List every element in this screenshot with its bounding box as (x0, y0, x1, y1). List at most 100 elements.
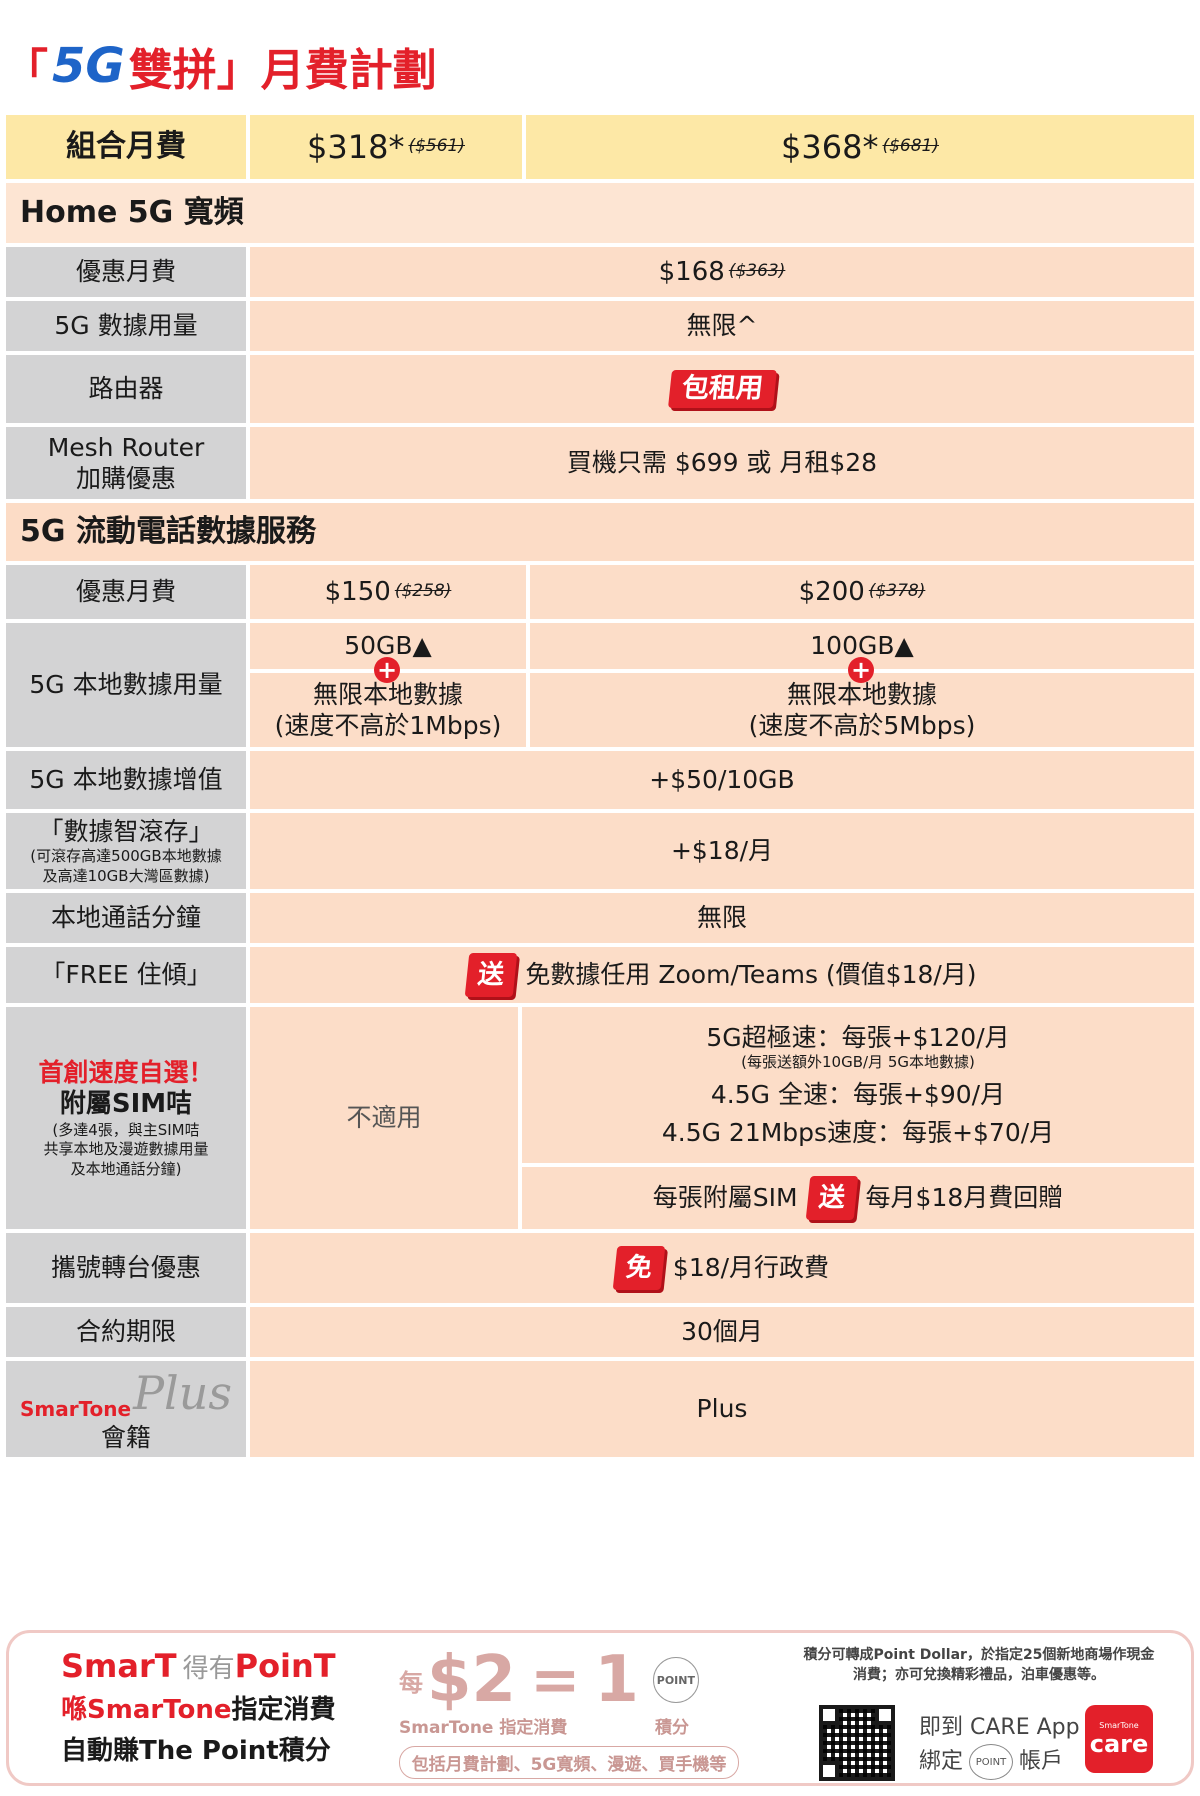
port-label: 攜號轉台優惠 (6, 1233, 246, 1303)
eq-per: 每 (399, 1668, 423, 1697)
sim-na: 不適用 (250, 1007, 518, 1229)
row-free: 「FREE 住傾」 送 免數據任用 Zoom/Teams (價值$18/月) (6, 947, 1194, 1003)
brand-point: PoinT (234, 1647, 336, 1685)
free-value-cell: 送 免數據任用 Zoom/Teams (價值$18/月) (250, 947, 1194, 1003)
row-home-fee: 優惠月費 $168 ($363) (6, 247, 1194, 297)
banner-line2: 自動賺The Point積分 (61, 1736, 331, 1766)
local-data-plan2: 100GB▲ + 無限本地數據 (速度不高於5Mbps) (530, 623, 1194, 747)
local1-top: 50GB▲ (344, 631, 432, 661)
banner-equation: 每 $2 = 1 POINT SmarTone 指定消費 積分 包括月費計劃、5… (399, 1643, 759, 1779)
rollover-value: +$18/月 (250, 813, 1194, 889)
eq-label-left: SmarTone 指定消費 (399, 1718, 568, 1738)
mobile-fee-label: 優惠月費 (6, 565, 246, 619)
eq-one: 1 (594, 1643, 639, 1717)
banner-note-1: 積分可轉成Point Dollar，於指定25個新地商場作現金 (803, 1647, 1155, 1663)
sim-rebate: 每張附屬SIM 送 每月$18月費回贈 (522, 1167, 1194, 1229)
page-title: 「 5G 雙拼」月費計劃 (4, 36, 437, 96)
combo-plan2-orig: ($681) (882, 136, 939, 157)
qr-corner (819, 1705, 839, 1725)
sim-opt1-note: (每張送額外10GB/月 5G本地數據) (741, 1052, 975, 1071)
care-app-icon[interactable]: SmarTone care (1085, 1705, 1153, 1773)
mesh-label-line1: Mesh Router (47, 432, 205, 462)
combo-label: 組合月費 (6, 115, 246, 179)
combo-plan2-price: $368* (781, 128, 879, 166)
sim-note-1: (多達4張，與主SIM咭 (52, 1120, 200, 1139)
addon-label: 5G 本地數據增值 (6, 751, 246, 809)
port-badge: 免 (612, 1246, 666, 1290)
care-app-line1: 即到 CARE App (919, 1715, 1080, 1740)
care-app-bind: 綁定 (919, 1749, 964, 1774)
local-data-plan1: 50GB▲ + 無限本地數據 (速度不高於1Mbps) (250, 623, 526, 747)
brand-smart: SmarT (61, 1647, 177, 1685)
rollover-title: 「數據智滾存」 (38, 816, 214, 846)
local-data-label: 5G 本地數據用量 (6, 623, 246, 747)
eq-sign: = (530, 1645, 581, 1715)
care-icon-text: care (1089, 1729, 1149, 1758)
plus-value: Plus (250, 1361, 1194, 1457)
row-combo-fee: 組合月費 $318* ($561) $368* ($681) (6, 115, 1194, 179)
local1-line1: 無限本地數據 (312, 679, 463, 709)
qr-corner (819, 1761, 839, 1781)
row-contract: 合約期限 30個月 (6, 1307, 1194, 1357)
mesh-value: 買機只需 $699 或 月租$28 (250, 427, 1194, 499)
plan-table: 組合月費 $318* ($561) $368* ($681) Home 5G 寬… (6, 115, 1194, 1461)
mobile-fee1-price: $150 (324, 576, 391, 607)
qr-code-icon[interactable] (819, 1705, 895, 1781)
local2-line2: (速度不高於5Mbps) (748, 711, 976, 740)
care-icon-brand: SmarTone (1099, 1720, 1139, 1730)
contract-value: 30個月 (250, 1307, 1194, 1357)
row-addon: 5G 本地數據增值 +$50/10GB (6, 751, 1194, 809)
smartone-plus-logo: SmarTone Plus (20, 1365, 232, 1423)
sim-label: 首創速度自選！ 附屬SIM咭 (多達4張，與主SIM咭 共享本地及漫遊數據用量 … (6, 1007, 246, 1229)
section-home: Home 5G 寬頻 (6, 183, 1194, 243)
home-data-value: 無限^ (250, 301, 1194, 351)
sim-opt1-block: 5G超極速：每張+$120/月 (每張送額外10GB/月 5G本地數據) (706, 1022, 1009, 1073)
combo-plan2: $368* ($681) (526, 115, 1194, 179)
local2-top-cell: 100GB▲ + (530, 623, 1194, 683)
row-plus: SmarTone Plus 會籍 Plus (6, 1361, 1194, 1457)
rollover-note-1: (可滾存高達500GB本地數據 (30, 847, 222, 866)
eq-dollar: $2 (427, 1643, 517, 1717)
banner-right: 積分可轉成Point Dollar，於指定25個新地商場作現金 消費；亦可兌換精… (779, 1645, 1179, 1781)
banner-line1-rest: 指定消費 (231, 1695, 336, 1725)
sim-title: 附屬SIM咭 (59, 1089, 193, 1120)
section-mobile: 5G 流動電話數據服務 (6, 503, 1194, 561)
router-value: 包租用 (250, 355, 1194, 423)
local1-bottom-cell: 無限本地數據 (速度不高於1Mbps) (250, 673, 526, 747)
mobile-fee2-orig: ($378) (868, 581, 926, 602)
combo-plan1-price: $318* (307, 128, 405, 166)
qr-corner (875, 1705, 895, 1725)
row-local-data: 5G 本地數據用量 50GB▲ + 無限本地數據 (速度不高於1Mbps) 10… (6, 623, 1194, 747)
sim-opt2: 4.5G 全速：每張+$90/月 (710, 1080, 1006, 1110)
mobile-fee1: $150 ($258) (250, 565, 526, 619)
eq-labels: SmarTone 指定消費 積分 (399, 1713, 689, 1738)
earn-equation: 每 $2 = 1 POINT (399, 1643, 759, 1717)
section-mobile-title: 5G 流動電話數據服務 (6, 503, 1194, 561)
sim-opt3: 4.5G 21Mbps速度：每張+$70/月 (661, 1118, 1055, 1148)
talk-value: 無限 (250, 893, 1194, 943)
mobile-fee1-orig: ($258) (394, 581, 452, 602)
local1-top-cell: 50GB▲ + (250, 623, 526, 683)
router-badge: 包租用 (667, 370, 777, 408)
brand-middle: 得有 (182, 1654, 235, 1684)
title-5g: 5G (52, 38, 125, 94)
title-text: 雙拼」月費計劃 (128, 45, 437, 96)
addon-value: +$50/10GB (250, 751, 1194, 809)
banner-line1-red: 喺SmarTone (61, 1695, 232, 1725)
row-mobile-fee: 優惠月費 $150 ($258) $200 ($378) (6, 565, 1194, 619)
local2-line1: 無限本地數據 (786, 679, 937, 709)
row-rollover: 「數據智滾存」 (可滾存高達500GB本地數據 及高達10GB大灣區數據) +$… (6, 813, 1194, 889)
rollover-note-2: 及高達10GB大灣區數據) (42, 866, 210, 885)
sim-note-2: 共享本地及漫遊數據用量 (43, 1140, 209, 1159)
local2-bottom-cell: 無限本地數據 (速度不高於5Mbps) (530, 673, 1194, 747)
mobile-fee2: $200 ($378) (530, 565, 1194, 619)
section-home-title: Home 5G 寬頻 (6, 183, 1194, 243)
row-sub-sim: 首創速度自選！ 附屬SIM咭 (多達4張，與主SIM咭 共享本地及漫遊數據用量 … (6, 1007, 1194, 1229)
row-home-data: 5G 數據用量 無限^ (6, 301, 1194, 351)
care-app-account: 帳戶 (1019, 1749, 1064, 1774)
plus-label: SmarTone Plus 會籍 (6, 1361, 246, 1457)
local1-plus-icon: + (374, 657, 400, 683)
